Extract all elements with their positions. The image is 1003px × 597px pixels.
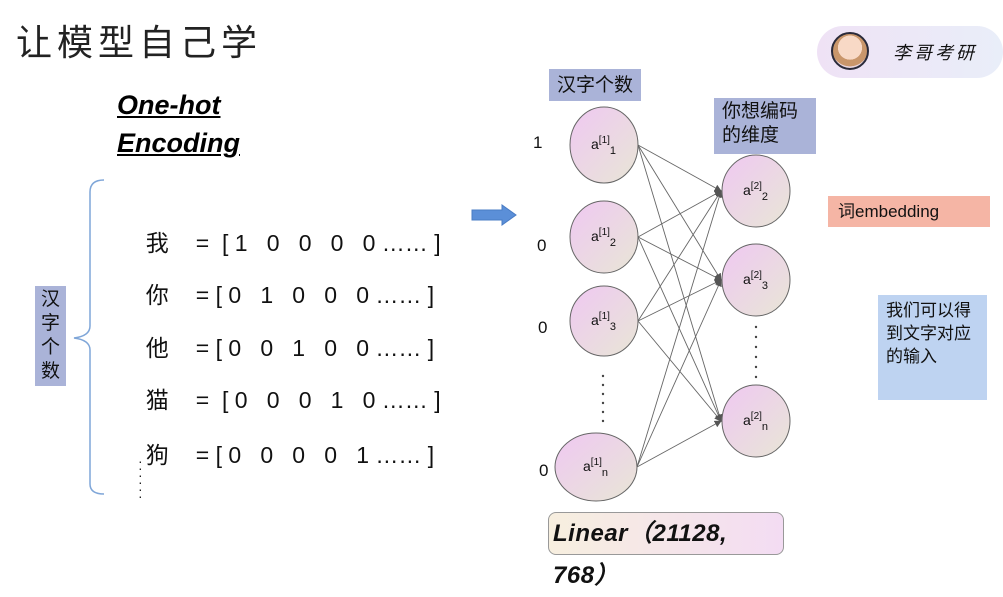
edge xyxy=(637,144,722,281)
input-value: 0 xyxy=(537,236,547,255)
row-char: 他 xyxy=(145,335,169,361)
input-node: a[1]2 xyxy=(569,200,639,274)
brand-badge[interactable]: 李哥考研 xyxy=(817,26,1003,78)
vector-row: 猫 = [ 0 0 0 1 0 …… ] xyxy=(133,354,441,415)
input-node: a[1]n xyxy=(554,432,638,502)
row-vector: = [ 0 0 0 1 0 …… ] xyxy=(195,387,441,413)
vertical-ellipsis: ······ xyxy=(138,453,143,504)
input-ellipsis xyxy=(601,374,605,423)
one-hot-heading: One-hot Encoding xyxy=(117,86,240,162)
row-vector: = [ 0 0 0 0 1 …… ] xyxy=(195,442,435,468)
output-node: a[2]3 xyxy=(721,243,791,317)
edge xyxy=(636,190,723,468)
edge xyxy=(637,144,723,422)
row-char: 你 xyxy=(145,282,169,308)
row-vector: = [ 0 1 0 0 0 …… ] xyxy=(195,282,435,308)
vector-row: 我 = [ 1 0 0 0 0 …… ] xyxy=(133,197,441,258)
node-circle xyxy=(569,200,639,274)
connection-edges xyxy=(636,144,723,468)
linear-layer-label: Linear（21128, 768） xyxy=(548,512,784,589)
node-label: a[2]n xyxy=(743,411,768,433)
row-char: 我 xyxy=(145,230,169,256)
neural-network-diagram: a[1]1 a[1]2 a[1]3 a[1]n a[2]2 a[2]3 a[2]n xyxy=(554,106,791,502)
node-circle xyxy=(721,154,791,228)
row-vector: = [ 1 0 0 0 0 …… ] xyxy=(195,230,441,256)
slide-title: 让模型自己学 xyxy=(16,23,263,64)
node-circle xyxy=(554,432,638,502)
node-circle xyxy=(569,285,639,357)
output-dim-label: 你想编码的维度 xyxy=(714,98,816,154)
result-note: 我们可以得到文字对应的输入 xyxy=(878,295,987,400)
input-node: a[1]3 xyxy=(569,285,639,357)
node-circle xyxy=(569,106,639,184)
input-dim-label: 汉字个数 xyxy=(549,69,642,101)
word-embedding-label: 词embedding xyxy=(828,196,990,227)
right-arrow-icon xyxy=(471,204,517,226)
node-label: a[1]n xyxy=(583,457,608,479)
edge xyxy=(637,279,722,322)
edge xyxy=(637,236,722,422)
edge xyxy=(637,320,722,422)
output-node: a[2]2 xyxy=(721,154,791,228)
vector-row: 他 = [ 0 0 1 0 0 …… ] xyxy=(133,302,434,363)
edge xyxy=(637,236,722,281)
edge xyxy=(637,144,722,192)
output-ellipsis xyxy=(754,325,758,379)
output-node: a[2]n xyxy=(721,384,791,458)
heading-line-1: One-hot xyxy=(117,90,221,120)
edge xyxy=(637,190,722,238)
anime-avatar-icon xyxy=(831,32,869,70)
curly-brace xyxy=(73,179,105,495)
edge xyxy=(636,420,722,468)
input-node: a[1]1 xyxy=(569,106,639,184)
node-circle xyxy=(721,243,791,317)
brand-name: 李哥考研 xyxy=(893,43,977,63)
heading-line-2: Encoding xyxy=(117,128,240,158)
row-char: 狗 xyxy=(145,442,169,468)
node-label: a[2]3 xyxy=(743,270,768,292)
input-value: 0 xyxy=(539,461,549,480)
row-vector: = [ 0 0 1 0 0 …… ] xyxy=(195,335,435,361)
edge xyxy=(637,190,722,322)
vector-row: 你 = [ 0 1 0 0 0 …… ] xyxy=(133,249,434,310)
vector-row: 狗 = [ 0 0 0 0 1 …… ] xyxy=(133,409,434,470)
edge xyxy=(636,279,722,468)
node-label: a[1]3 xyxy=(591,311,616,333)
row-char: 猫 xyxy=(145,387,169,413)
node-label: a[1]1 xyxy=(591,135,616,157)
input-value: 0 xyxy=(538,318,548,337)
node-label: a[2]2 xyxy=(743,181,768,203)
node-label: a[1]2 xyxy=(591,227,616,249)
input-value: 1 xyxy=(533,133,543,152)
char-count-label: 汉字个数 xyxy=(35,286,66,386)
node-circle xyxy=(721,384,791,458)
